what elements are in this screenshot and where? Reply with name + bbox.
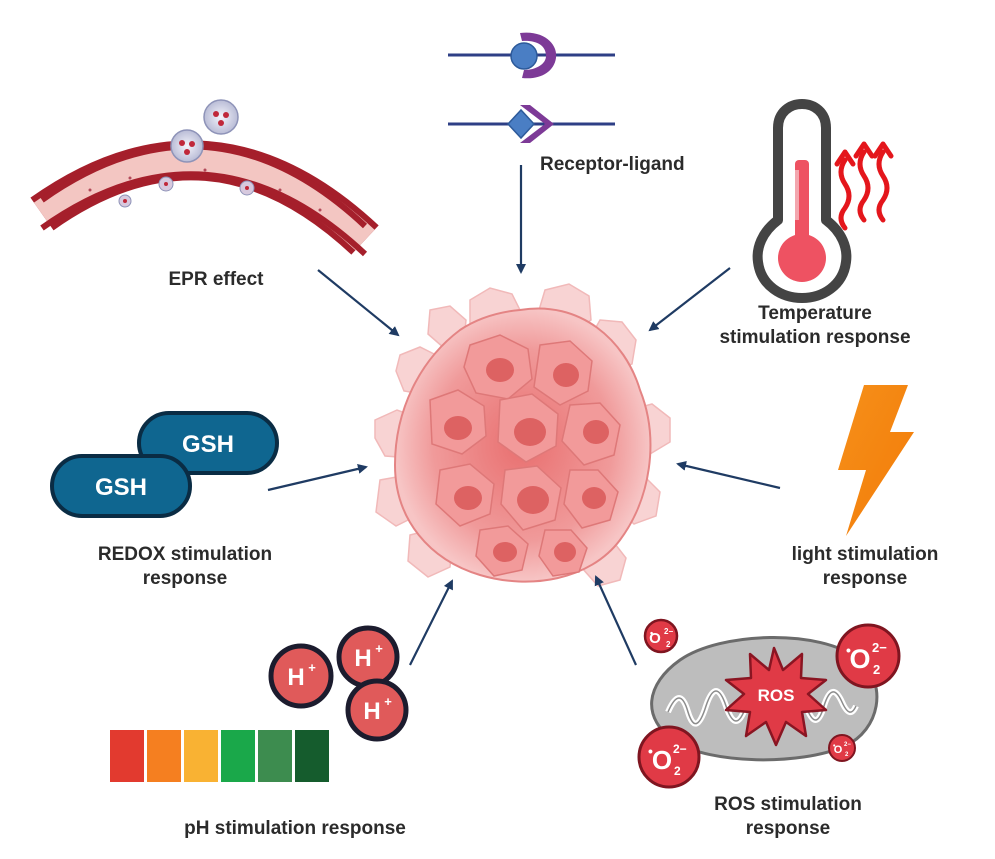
label-receptor-ligand: Receptor-ligand [540,154,685,175]
superoxide-o-4: O [834,744,843,756]
superoxide-sub-2: 2 [873,662,880,677]
superoxide-charge-1: 2− [664,627,673,636]
label-temperature-line2: stimulation response [719,327,911,348]
proton-charge-3: + [384,694,392,709]
ph-scale-block [295,730,329,782]
superoxide-icon: • O 2 2− • O 2 2− • O 2 2− • O 2 2− [637,618,901,789]
ph-scale-icon [110,730,329,782]
heat-waves-icon [834,141,894,231]
label-ph: pH stimulation response [184,818,406,839]
receptor-ligand-icon [448,32,615,143]
superoxide-sub-3: 2 [674,764,681,778]
lightning-bolt-icon [838,385,914,536]
arrow-light [676,460,781,490]
ph-scale-block [147,730,181,782]
superoxide-dot-1: • [650,628,653,638]
superoxide-dot-3: • [648,743,653,759]
arrow-ros [594,575,638,666]
ph-scale-block [110,730,144,782]
gsh-text-top: GSH [182,431,234,458]
tumor-cluster-icon [374,283,671,587]
arrows [267,165,781,666]
label-redox-line2: response [142,568,228,589]
superoxide-o-1: O [649,630,661,647]
gsh-capsule-icon: GSH GSH [50,411,279,518]
label-light-line2: response [822,568,908,589]
thermometer-icon [752,99,852,303]
superoxide-charge-2: 2− [872,640,887,655]
arrow-temperature [648,267,731,332]
blood-vessel-icon [30,140,379,257]
arrow-epr [317,269,400,337]
label-ros-line2: response [745,818,831,839]
proton-text-3: H [363,698,380,725]
label-light-line1: light stimulation [791,544,939,565]
superoxide-sub-4: 2 [845,752,849,758]
label-redox-line1: REDOX stimulation [97,544,273,565]
nanoparticle-icon [118,99,255,208]
label-epr-effect: EPR effect [168,269,264,290]
proton-charge-2: + [375,641,383,656]
superoxide-o-2: O [849,644,870,674]
superoxide-sub-1: 2 [666,640,671,649]
ph-scale-block [184,730,218,782]
ros-burst-icon: ROS [724,646,828,747]
proton-text-2: H [354,645,371,672]
proton-text-1: H [287,664,304,691]
proton-charge-1: + [308,660,316,675]
ros-burst-text: ROS [758,686,795,705]
arrow-redox [267,463,368,492]
gsh-text-bottom: GSH [95,474,147,501]
superoxide-dot-2: • [846,642,851,658]
ph-scale-block [258,730,292,782]
superoxide-charge-3: 2− [673,742,687,756]
ph-scale-block [221,730,255,782]
superoxide-dot-4: • [833,743,836,750]
label-ros-line1: ROS stimulation [714,794,862,815]
label-temperature-line1: Temperature [758,303,872,324]
arrow-ph [409,579,453,666]
superoxide-charge-4: 2− [844,742,851,748]
superoxide-o-3: O [652,745,672,775]
proton-icon: H + H + H + [268,625,409,742]
